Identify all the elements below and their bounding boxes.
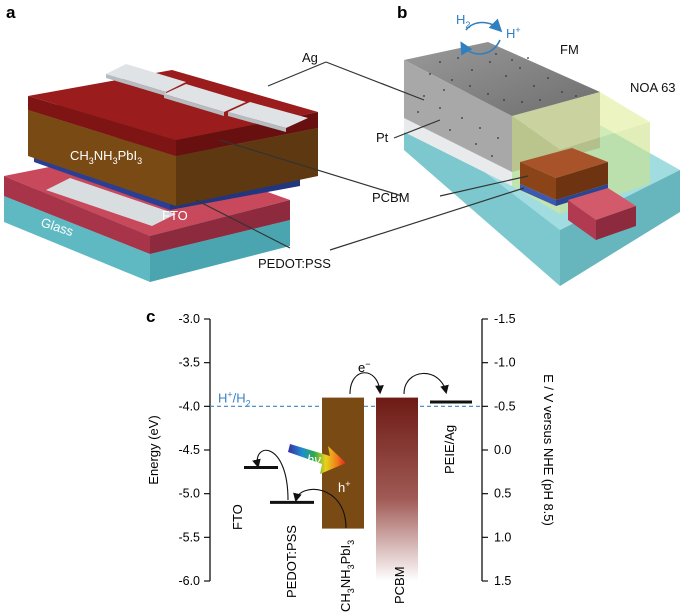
perovskite-label: CH3NH3PbI3 [70,148,142,166]
y-axis-label-right: E / V versus NHE (pH 8.5) [541,374,556,526]
noa-label: NOA 63 [630,80,676,95]
peie-level-label: PEIE/Ag [442,425,457,474]
pt-layer [404,118,512,186]
fm-label: FM [560,42,579,57]
photon-label: hν [307,452,321,467]
h2-label: H2 [456,12,470,30]
panel-b-label: b [397,3,407,22]
fm-dots [417,53,577,157]
panel-b: b [372,3,680,286]
ag-label: Ag [302,50,318,65]
right-tick-label: 1.5 [494,574,511,588]
y-axis-label-left: Energy (eV) [146,415,161,484]
left-tick-label: -4.0 [178,399,200,413]
pedot-label: PEDOT:PSS [258,256,331,271]
fto-contact [46,178,176,226]
left-tick-label: -4.5 [178,443,200,457]
band-pcbm [376,397,418,581]
ag-contacts [106,64,308,132]
left-tick-label: -3.5 [178,356,200,370]
b-fto-pad [568,188,636,240]
left-tick-label: -5.0 [178,487,200,501]
electron-arrow-1 [349,372,384,395]
right-tick-label: 1.0 [494,530,511,544]
left-tick-label: -6.0 [178,574,200,588]
right-ticks: -1.5 -1.0 -0.5 0.0 0.5 1.0 1.5 [482,312,516,588]
left-ticks: -3.0 -3.5 -4.0 -4.5 -5.0 -5.5 -6.0 [178,312,210,588]
h-cycle-arrow-2 [465,18,503,33]
hole-arrow-2 [252,449,289,501]
fto-label: FTO [162,208,188,223]
redox-label: H+/H2 [218,389,251,408]
pcbm-level-label: PCBM [392,566,407,604]
pedot-level-label: PEDOT:PSS [284,525,299,598]
panel-c-label: c [146,307,155,326]
right-tick-label: -0.5 [494,399,516,413]
connector-lines [195,61,529,251]
pt-label: Pt [376,130,389,145]
hole-label: h+ [338,479,351,495]
h-cycle-arrow-1 [460,39,501,56]
left-tick-label: -5.5 [178,530,200,544]
electron-label: e− [358,359,371,375]
photon-arrow [288,444,346,474]
panel-a: a [4,3,331,282]
fto-level-label: FTO [230,504,245,530]
electron-arrow-2 [403,372,449,395]
hplus-label: H+ [506,25,521,41]
perovskite-level-label: CH3NH3PbI3 [338,540,356,612]
panel-c: c -3.0-3.5-4.0-4.5-5.0-5.5-6.0 -1.5-1.0-… [146,307,556,612]
hole-arrow-1 [293,488,347,529]
right-tick-label: 0.0 [494,443,511,457]
right-tick-label: -1.0 [494,356,516,370]
panel-a-label: a [6,3,16,22]
right-tick-label: -1.5 [494,312,516,326]
right-tick-label: 0.5 [494,487,511,501]
left-tick-label: -3.0 [178,312,200,326]
pcbm-label-a: PCBM [372,190,410,205]
